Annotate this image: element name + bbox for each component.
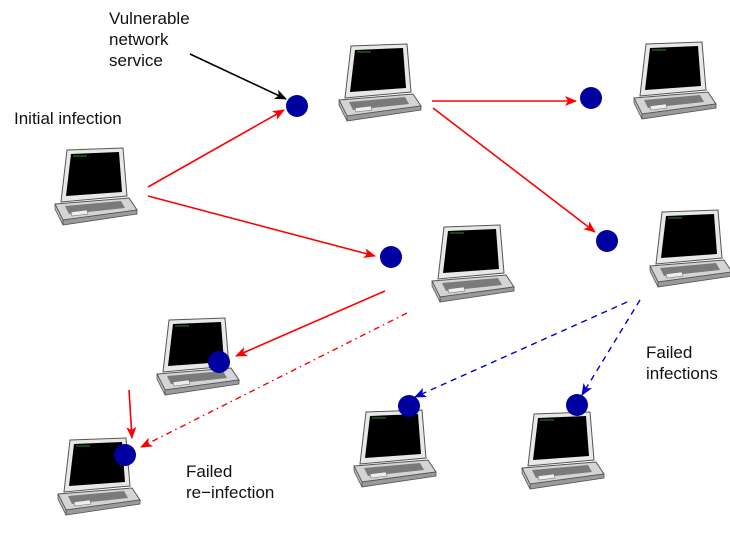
- service-dot-icon: [398, 395, 420, 417]
- laptop-icon: [633, 41, 717, 120]
- laptop-icon: [338, 43, 422, 122]
- failed-reinfection-line: re−infection: [186, 483, 275, 502]
- laptop-icon: [431, 224, 515, 303]
- service-dot-icon: [566, 394, 588, 416]
- failed-reinfection-line: Failed: [186, 462, 233, 481]
- initial-infection-label: Initial infection: [14, 109, 122, 128]
- service-dot-icon: [114, 444, 136, 466]
- laptop-icon: [54, 147, 138, 226]
- vulnerable-service-label: Vulnerable network service: [109, 8, 190, 71]
- infection-arrow: [147, 195, 376, 259]
- service-dot-icon: [580, 87, 602, 109]
- infection-arrow: [126, 389, 137, 439]
- failed-infection-arrow: [414, 301, 628, 398]
- failed-infections-label: Failed infections: [646, 342, 718, 384]
- service-dot-icon: [596, 230, 618, 252]
- laptop-icon: [649, 209, 730, 288]
- vulnerable-service-line: service: [109, 51, 163, 70]
- vulnerable-service-line: network: [109, 30, 169, 49]
- failed-reinfection-arrow: [140, 312, 408, 448]
- infection-arrow: [147, 109, 285, 188]
- infection-arrow: [432, 107, 596, 233]
- laptop-icon: [353, 409, 437, 488]
- infection-arrow: [235, 290, 386, 357]
- failed-infections-line: infections: [646, 364, 718, 383]
- service-dot-icon: [286, 95, 308, 117]
- failed-infection-arrow: [581, 299, 641, 396]
- failed-infections-line: Failed: [646, 343, 693, 362]
- laptop-icon: [521, 411, 605, 490]
- service-dot-icon: [380, 246, 402, 268]
- service-pointer-arrow: [189, 53, 287, 100]
- service-dot-icon: [208, 351, 230, 373]
- failed-reinfection-label: Failed re−infection: [186, 461, 274, 503]
- vulnerable-service-line: Vulnerable: [109, 9, 190, 28]
